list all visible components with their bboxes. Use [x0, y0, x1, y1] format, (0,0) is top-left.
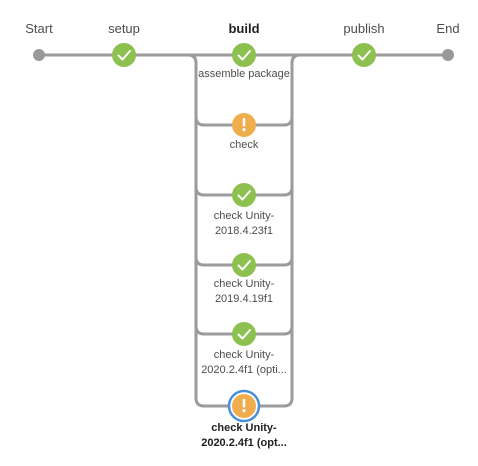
check-icon: [237, 190, 251, 201]
check-icon: [237, 50, 251, 61]
stage-node-publish[interactable]: [352, 43, 376, 67]
branch-label-check-unity-2018[interactable]: check Unity- 2018.4.23f1: [214, 209, 275, 239]
right-top-curve: [290, 53, 302, 65]
branch-label-line: 2018.4.23f1: [214, 225, 274, 237]
success-status-circle: [352, 43, 376, 67]
branch-node-1[interactable]: [232, 113, 256, 137]
branch-label-line: check: [229, 139, 259, 151]
check-icon: [357, 50, 371, 61]
success-status-circle: [232, 253, 256, 277]
branch-label-line: assemble package: [198, 68, 290, 80]
check-icon: [237, 329, 251, 340]
exclamation-dot-icon: [242, 409, 246, 413]
success-status-circle: [232, 183, 256, 207]
branch-node-5[interactable]: [227, 389, 261, 423]
branch-label-check-unity-2019[interactable]: check Unity- 2019.4.19f1: [214, 277, 275, 307]
branch-label-assemble-package[interactable]: assemble package: [198, 67, 290, 82]
stage-label-setup[interactable]: setup: [108, 21, 140, 36]
branch-label-check-unity-2020-opt-selected[interactable]: check Unity- 2020.2.4f1 (opt...: [201, 421, 287, 451]
stage-node-setup[interactable]: [112, 43, 136, 67]
branch-label-line: check Unity-: [211, 422, 277, 434]
exclamation-dot-icon: [242, 128, 246, 132]
branch-label-line: check Unity-: [213, 349, 275, 361]
check-icon: [117, 50, 131, 61]
check-icon: [237, 260, 251, 271]
end-node: [442, 49, 454, 61]
exclamation-icon: [242, 399, 246, 408]
pipeline-nodes: [33, 43, 454, 423]
branch-label-line: check Unity-: [213, 210, 275, 222]
branch-label-line: check Unity-: [213, 278, 275, 290]
branch-node-3[interactable]: [232, 253, 256, 277]
success-status-circle: [232, 43, 256, 67]
branch-label-line: 2020.2.4f1 (opti...: [201, 364, 287, 376]
branch-node-4[interactable]: [232, 322, 256, 346]
branch-label-check[interactable]: check: [230, 138, 259, 153]
start-label: Start: [25, 21, 53, 36]
left-top-curve: [186, 53, 198, 65]
stage-label-build[interactable]: build: [228, 21, 260, 36]
branch-label-check-unity-2020-opti[interactable]: check Unity- 2020.2.4f1 (opti...: [201, 348, 287, 378]
branch-label-line: 2019.4.19f1: [214, 293, 274, 305]
end-label: End: [436, 21, 460, 36]
success-status-circle: [232, 322, 256, 346]
success-status-circle: [112, 43, 136, 67]
start-node: [33, 49, 45, 61]
branch-label-line: 2020.2.4f1 (opt...: [201, 437, 287, 449]
branch-node-0[interactable]: [232, 43, 256, 67]
branch-node-2[interactable]: [232, 183, 256, 207]
exclamation-icon: [242, 118, 246, 127]
stage-label-publish[interactable]: publish: [343, 21, 385, 36]
